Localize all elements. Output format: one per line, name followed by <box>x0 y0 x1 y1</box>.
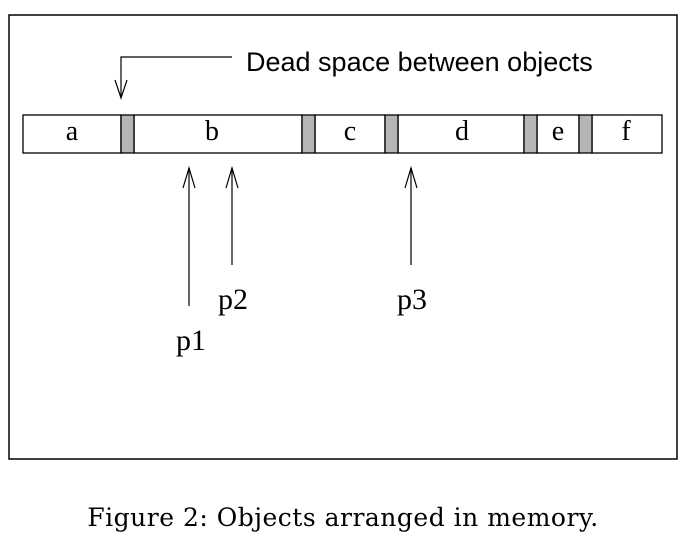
pointer-p1-label: p1 <box>176 324 206 357</box>
dead-space-block <box>301 114 316 154</box>
dead-space-arrow <box>114 56 232 100</box>
pointer-p1-arrow <box>182 165 196 306</box>
dead-space-label: Dead space between objects <box>246 47 593 77</box>
dead-space-block <box>120 114 135 154</box>
object-c-cell <box>314 114 386 154</box>
object-d-label: d <box>455 116 469 147</box>
object-b-label: b <box>205 116 219 147</box>
object-f-label: f <box>621 116 631 147</box>
object-e-cell <box>536 114 580 154</box>
dead-space-block <box>384 114 399 154</box>
pointer-p3-label: p3 <box>397 283 427 316</box>
pointer-p2-arrow <box>225 165 239 265</box>
dead-space-block <box>578 114 593 154</box>
pointer-p3-arrow <box>404 165 418 265</box>
object-a-label: a <box>66 116 79 147</box>
figure-frame <box>8 14 678 460</box>
dead-space-block <box>523 114 538 154</box>
object-c-label: c <box>344 116 356 147</box>
object-b-cell <box>133 114 303 154</box>
pointer-p2-label: p2 <box>218 283 248 316</box>
figure-caption: Figure 2: Objects arranged in memory. <box>87 503 599 532</box>
object-e-label: e <box>552 116 564 147</box>
object-a-cell <box>22 114 122 154</box>
